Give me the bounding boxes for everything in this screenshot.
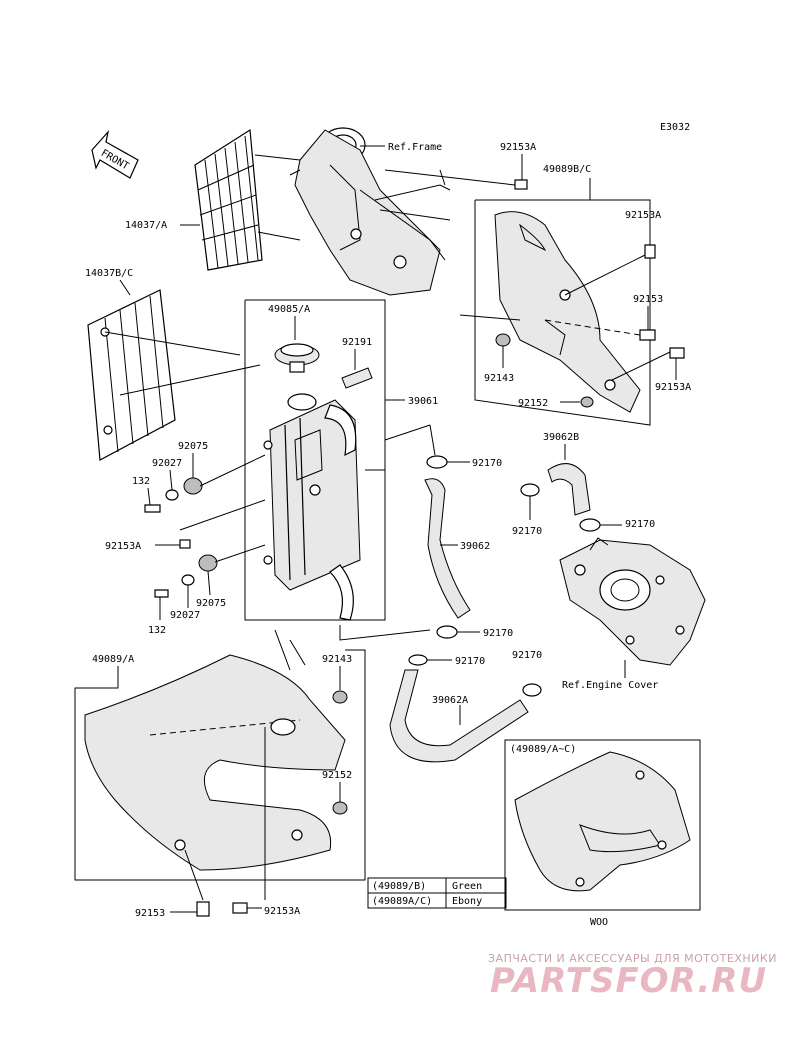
label-92152-left: 92152	[322, 770, 352, 781]
label-92027-bottom: 92027	[170, 610, 200, 621]
inset-caption: WOO	[590, 917, 608, 928]
bolt-132-top	[144, 504, 161, 513]
bolt-92153a-top	[514, 179, 528, 190]
label-92170-b: 92170	[483, 628, 513, 639]
bolt-92153a-right2	[669, 347, 685, 359]
color-table-part-1: (49089A/C)	[372, 896, 432, 907]
diagram-code: E3032	[660, 122, 690, 133]
hose-39062b	[547, 463, 591, 516]
radiator-group-bracket	[244, 299, 386, 621]
grommet-92152-right	[580, 396, 594, 408]
label-14037a: 14037/A	[125, 220, 167, 231]
radiator-core-left	[87, 289, 176, 461]
label-92153a-right1: 92153A	[625, 210, 661, 221]
label-92143-left: 92143	[322, 654, 352, 665]
clamp-92170-b	[436, 625, 458, 639]
label-39062a: 39062A	[432, 695, 468, 706]
clamp-92170-f	[522, 683, 542, 697]
clamp-92170-a	[426, 455, 448, 469]
label-92075-bottom: 92075	[196, 598, 226, 609]
color-table-part-0: (49089/B)	[372, 881, 426, 892]
inset-title: (49089/A~C)	[510, 744, 576, 755]
color-table-color-1: Ebony	[452, 896, 482, 907]
bolt-92153a-bottom	[232, 902, 248, 914]
label-92170-e: 92170	[455, 656, 485, 667]
grommet-92075-bottom	[198, 554, 218, 572]
color-table: (49089/B) Green (49089A/C) Ebony	[367, 877, 507, 909]
label-49089bc: 49089B/C	[543, 164, 591, 175]
grommet-92143-right	[495, 333, 511, 347]
clamp-92170-d	[579, 518, 601, 532]
bolt-92153a-right1	[644, 244, 656, 259]
radiator-main	[263, 393, 361, 621]
label-92153a-bottom: 92153A	[264, 906, 300, 917]
label-ref-frame: Ref.Frame	[388, 142, 442, 153]
frame	[289, 127, 451, 296]
collar-92027-bottom	[181, 574, 195, 586]
label-92170-a: 92170	[472, 458, 502, 469]
front-arrow-icon: FRONT	[91, 129, 139, 179]
grommet-92152-left	[332, 801, 348, 815]
label-92170-f: 92170	[512, 650, 542, 661]
hose-39062a	[389, 669, 529, 763]
label-92075-top: 92075	[178, 441, 208, 452]
collar-92027-top	[165, 489, 179, 501]
label-92027-top: 92027	[152, 458, 182, 469]
label-49089a: 49089/A	[92, 654, 134, 665]
label-39062: 39062	[460, 541, 490, 552]
watermark-tagline: ЗАПЧАСТИ И АКСЕССУАРЫ ДЛЯ МОТОТЕХНИКИ	[488, 952, 777, 965]
grommet-92075-top	[183, 477, 203, 495]
label-92143-right: 92143	[484, 373, 514, 384]
bolt-92153-right	[639, 329, 656, 341]
label-92153a-left: 92153A	[105, 541, 141, 552]
label-92170-c: 92170	[512, 526, 542, 537]
label-132-bottom: 132	[148, 625, 166, 636]
radiator-cap	[274, 343, 320, 373]
label-39061: 39061	[408, 396, 438, 407]
label-92170-d: 92170	[625, 519, 655, 530]
label-49085a: 49085/A	[268, 304, 310, 315]
bolt-132-bottom	[154, 589, 169, 598]
label-ref-engine-cover: Ref.Engine Cover	[562, 680, 658, 691]
watermark-brand: PARTSFOR.RU	[490, 961, 767, 1001]
label-92191: 92191	[342, 337, 372, 348]
clamp-92170-e	[408, 654, 428, 666]
hose-92191	[341, 367, 373, 389]
label-39062b: 39062B	[543, 432, 579, 443]
label-92152-right: 92152	[518, 398, 548, 409]
left-shroud-49089a	[84, 654, 346, 871]
label-92153-bottom: 92153	[135, 908, 165, 919]
radiator-guard-grille	[194, 128, 301, 271]
label-92153a-right2: 92153A	[655, 382, 691, 393]
label-92153-right: 92153	[633, 294, 663, 305]
label-92153a-top: 92153A	[500, 142, 536, 153]
label-132-top: 132	[132, 476, 150, 487]
label-14037bc: 14037B/C	[85, 268, 133, 279]
bolt-92153a-left	[179, 539, 191, 549]
right-shroud-49089bc	[494, 211, 641, 413]
inset-panel: (49089/A~C) WOO	[504, 739, 701, 928]
grommet-92143-left	[332, 690, 348, 704]
color-table-color-0: Green	[452, 881, 482, 892]
engine-cover	[559, 537, 706, 666]
clamp-92170-c	[520, 483, 540, 497]
bolt-92153-bottom	[196, 901, 210, 917]
hose-39062	[424, 478, 471, 619]
